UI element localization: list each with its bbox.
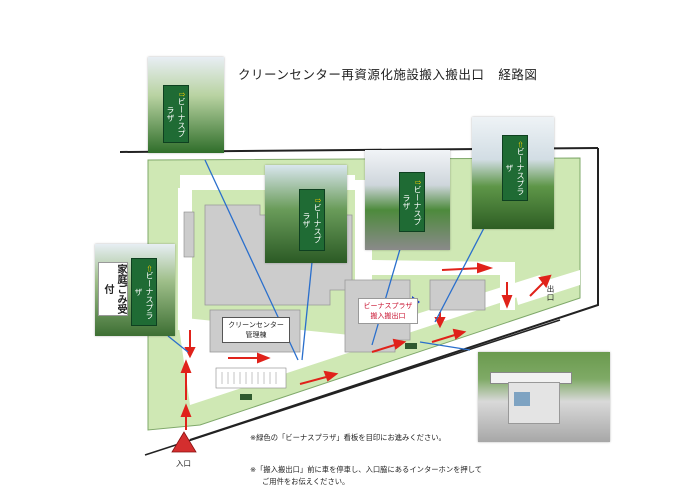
venus-plaza-sign: ⇦ビーナスプラザ [502,135,528,201]
title-route: 経路図 [498,67,538,82]
east-building [429,279,486,311]
parking-lot [215,367,287,389]
photo-gate-booth [478,352,610,442]
arrow-icon: ⇧ [413,178,422,186]
arrow-icon: ⇦ [145,264,154,272]
venus-plaza-sign: ⇧ビーナスプラザ [163,85,189,143]
arrow-icon: ⇧ [313,196,322,204]
sign-text: ビーナスプラザ [302,203,322,244]
exit-road [515,270,580,305]
entrance-marker [171,431,197,453]
household-waste-text: 家庭ごみ [115,264,126,304]
venus-plaza-sign: ⇦ビーナスプラザ [131,258,157,326]
entrance-label: 入口 [176,459,191,468]
photo-sign-east: ⇦ビーナスプラザ [472,117,554,229]
booth-window [514,392,530,406]
sign-text: ビーナスプラザ [166,97,186,138]
photo-sign-west: ⇦ビーナスプラザ [95,244,175,336]
venus-plaza-sign: ⇧ビーナスプラザ [299,189,325,251]
east-road-edge [189,148,599,441]
arrow-icon: ⇧ [177,90,186,98]
admin-building-name: 管理棟 [245,331,267,339]
east-inner-road [372,260,505,275]
west-inner-road [178,188,192,330]
sign-text: ビーナスプラザ [505,147,525,196]
note-follow-sign: ※緑色の「ビーナスプラザ」看板を目印にお進みください。 [250,433,446,442]
vehicle [405,343,417,349]
note-intercom: ※「搬入搬出口」前に車を停車し、入口脇にあるインターホンを押して [250,465,483,474]
arrow-icon: ⇦ [516,140,525,148]
parking-stalls [221,372,277,384]
vehicle [240,394,252,400]
small-structure [183,211,195,258]
photo-sign-curve: ⇧ビーナスプラザ [365,150,450,250]
exit-label: 出口 [546,285,555,302]
household-waste-sign: 家庭ごみ受付 [98,262,128,316]
venus-plaza-label: ビーナスプラザ 搬入搬出口 [358,298,418,324]
title-main: クリーンセンター再資源化施設搬入搬出口 [238,67,485,82]
sign-text: ビーナスプラザ [134,271,154,320]
clean-center-name: クリーンセンター [228,321,284,329]
clean-center-label: クリーンセンター 管理棟 [222,317,290,343]
photo-sign-north-gate: ⇧ビーナスプラザ [148,57,224,153]
note-intercom-cont: ご用件をお伝えください。 [262,477,350,486]
sign-text: ビーナスプラザ [402,185,422,226]
venus-plaza-name: ビーナスプラザ [363,302,413,310]
route-arrows [180,262,552,430]
booth-body [508,382,560,424]
venus-gate-name: 搬入搬出口 [370,312,406,320]
photo-sign-center-trees: ⇧ビーナスプラザ [265,165,347,263]
south-road-edge [144,319,561,456]
venus-plaza-sign: ⇧ビーナスプラザ [399,172,425,232]
map-title: クリーンセンター再資源化施設搬入搬出口経路図 [238,64,537,83]
household-waste-text: 受付 [102,284,126,314]
